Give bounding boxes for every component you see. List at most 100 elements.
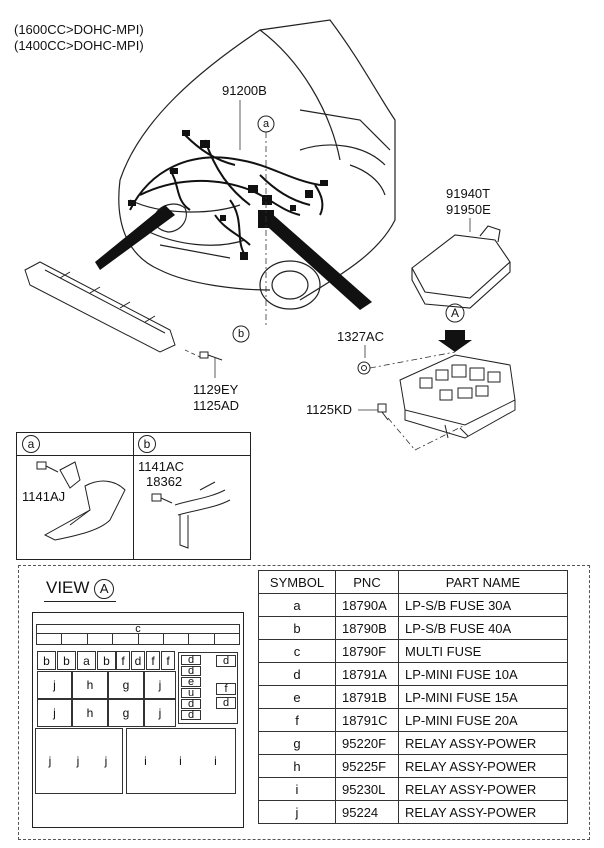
fuse-slot: b [97, 651, 116, 670]
nut-1327AC [357, 361, 371, 375]
mini-fuse-slot: d [181, 654, 201, 666]
multi-fuse-segments [36, 633, 240, 645]
marker-b-label: b [238, 328, 245, 340]
junction-box-base [399, 354, 516, 439]
callout-harness: 91200B [222, 83, 267, 98]
fuse-slot: d [131, 651, 145, 670]
pnc-cell: 95225F [335, 754, 399, 778]
mini-fuse-slot: f [216, 683, 236, 695]
symbol-cell: a [258, 593, 336, 617]
fuse-slot: f [146, 651, 160, 670]
detail-b-part1: 1141AC [138, 459, 185, 474]
symbol-cell: g [258, 731, 336, 755]
relay-slot: j [37, 671, 72, 699]
pnc-cell: 18791B [335, 685, 399, 709]
part-name-cell: RELAY ASSY-POWER [398, 777, 568, 801]
marker-a-circle [257, 115, 275, 133]
bottom-relay-block-right [126, 728, 236, 794]
column-header: SYMBOL [258, 570, 336, 594]
mini-fuse-slot: d [181, 709, 201, 721]
parts-table-header: SYMBOL PNC PART NAME [258, 570, 568, 594]
relay-slot: j [104, 754, 108, 768]
relay-slot: j [144, 671, 176, 699]
pnc-cell: 18790F [335, 639, 399, 663]
part-name-cell: LP-S/B FUSE 40A [398, 616, 568, 640]
part-name-cell: LP-MINI FUSE 15A [398, 685, 568, 709]
part-name-cell: RELAY ASSY-POWER [398, 800, 568, 824]
marker-a-label: a [263, 118, 270, 130]
fuse-slot: b [57, 651, 76, 670]
part-name-cell: MULTI FUSE [398, 639, 568, 663]
harness-wires [129, 134, 324, 256]
pnc-cell: 95220F [335, 731, 399, 755]
callout-bolt-c: 1125KD [306, 402, 353, 417]
relay-slot: j [76, 754, 80, 768]
detail-a-tag: a [22, 435, 40, 453]
symbol-cell: j [258, 800, 336, 824]
lower-dashed-frame [18, 565, 590, 840]
symbol-cell: i [258, 777, 336, 801]
symbol-cell: h [258, 754, 336, 778]
part-name-cell: LP-MINI FUSE 10A [398, 662, 568, 686]
pnc-cell: 18790B [335, 616, 399, 640]
relay-slot: h [72, 699, 108, 727]
symbol-cell: c [258, 639, 336, 663]
fuse-slot: f [161, 651, 175, 670]
fuse-rail [24, 261, 176, 353]
relay-slot: j [48, 754, 52, 768]
symbol-cell: e [258, 685, 336, 709]
marker-A-circle [445, 303, 465, 323]
view-title: VIEW A [46, 578, 115, 599]
symbol-cell: f [258, 708, 336, 732]
mini-fuse-slot: d [181, 698, 201, 710]
bolt-1125KD [377, 403, 389, 421]
mini-fuse-slot: d [216, 697, 236, 709]
pnc-cell: 18790A [335, 593, 399, 617]
bottom-relay-block-left [35, 728, 123, 794]
pnc-cell: 95224 [335, 800, 399, 824]
marker-A-label: A [451, 306, 460, 320]
part-name-cell: LP-MINI FUSE 20A [398, 708, 568, 732]
direction-arrow [438, 330, 472, 352]
view-title-underline [44, 601, 116, 602]
wedge-left [95, 205, 175, 270]
junction-box-cover [411, 225, 511, 309]
callout-nut: 1327AC [337, 329, 384, 344]
detail-b-part2: 18362 [146, 474, 183, 489]
callout-bolt-b: 1125AD [193, 398, 240, 413]
part-name-cell: LP-S/B FUSE 30A [398, 593, 568, 617]
relay-slot: j [144, 699, 176, 727]
pnc-cell: 18791A [335, 662, 399, 686]
relay-slot: i [144, 754, 147, 768]
fuse-slot: b [37, 651, 56, 670]
fuse-box-layout [32, 612, 244, 828]
mini-fuse-slot: d [216, 655, 236, 667]
engine-spec-line-2: (1400CC>DOHC-MPI) [14, 38, 144, 53]
part-name-cell: RELAY ASSY-POWER [398, 731, 568, 755]
relay-slot: j [37, 699, 72, 727]
fuse-slot: f [116, 651, 130, 670]
part-name-cell: RELAY ASSY-POWER [398, 754, 568, 778]
symbol-cell: b [258, 616, 336, 640]
column-header: PNC [335, 570, 399, 594]
callout-bolt-a: 1129EY [193, 382, 239, 397]
mini-fuse-slot: u [181, 687, 201, 699]
callout-junction-box-2: 91950E [446, 202, 491, 217]
mini-fuse-slot: e [181, 676, 201, 688]
detail-a-part: 1141AJ [22, 489, 66, 504]
symbol-cell: d [258, 662, 336, 686]
mini-fuse-block [178, 652, 238, 724]
relay-slot: i [214, 754, 217, 768]
pnc-cell: 18791C [335, 708, 399, 732]
callout-junction-box-1: 91940T [446, 186, 491, 201]
wiring-harness-illustration [24, 19, 516, 451]
pnc-cell: 95230L [335, 777, 399, 801]
detail-column-divider [133, 432, 134, 560]
